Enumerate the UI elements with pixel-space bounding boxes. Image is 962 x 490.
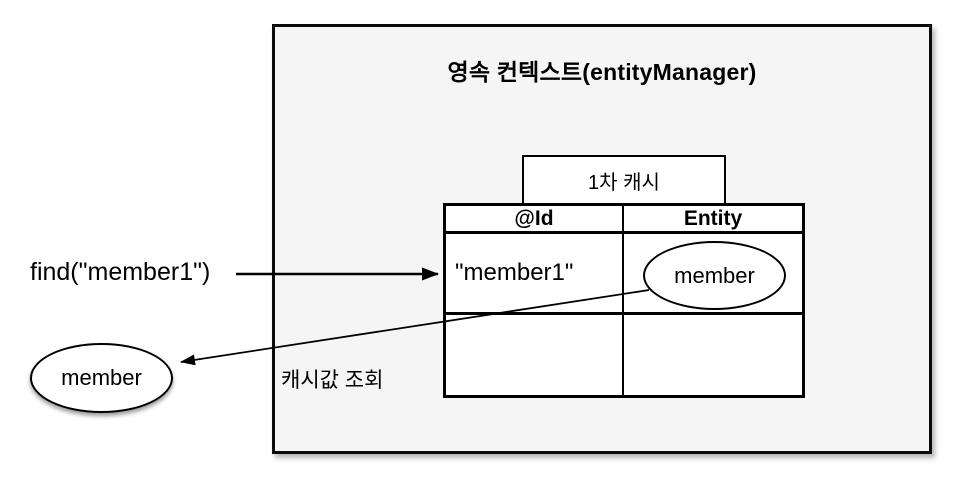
table-row-2-id-cell <box>446 314 624 395</box>
table-row-2-entity-cell <box>624 315 802 396</box>
cached-entity-label: member <box>674 262 755 288</box>
table-header-entity: Entity <box>624 206 802 234</box>
result-entity-label: member <box>61 365 142 390</box>
first-level-cache-label: 1차 캐시 <box>588 171 660 194</box>
table-header-entity-label: Entity <box>683 206 743 230</box>
cached-entity-ellipse: member <box>643 241 786 310</box>
table-header-id-label: @Id <box>514 206 554 230</box>
result-entity-ellipse: member <box>30 343 173 413</box>
first-level-cache-box: 1차 캐시 <box>522 155 726 203</box>
cache-lookup-label: 캐시값 조회 <box>281 369 384 392</box>
table-row-1-id-cell: "member1" <box>446 234 624 315</box>
find-call-label: find("member1") <box>30 258 211 286</box>
persistence-context-title: 영속 컨텍스트(entityManager) <box>447 59 757 85</box>
table-header-id: @Id <box>446 206 624 234</box>
table-row-1-entity-cell <box>624 234 802 315</box>
